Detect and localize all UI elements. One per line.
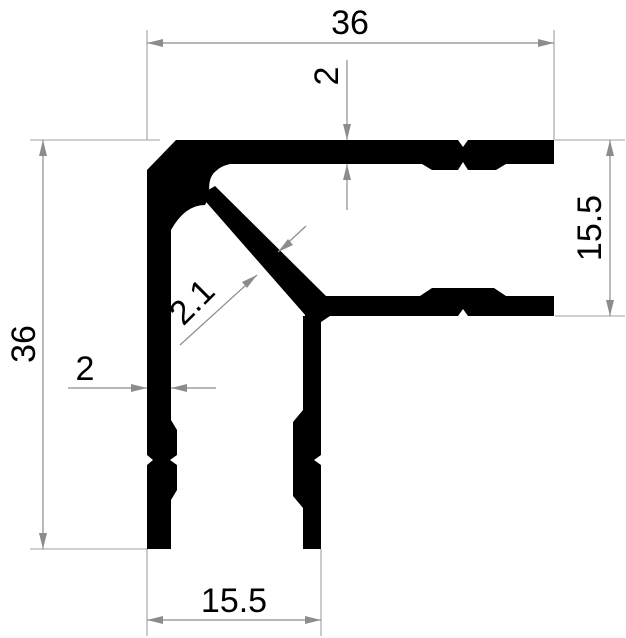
left-height-label: 36	[5, 325, 43, 363]
left-flange-notch	[147, 455, 153, 465]
top-wall-label: 2	[308, 67, 346, 86]
inner-vertical-bump	[293, 410, 303, 508]
inner-horizontal-flange	[305, 296, 554, 322]
dimension-left-wall: 2	[68, 350, 216, 392]
inner-vertical-flange	[303, 316, 321, 549]
top-flange-notch	[458, 140, 468, 147]
dimension-top-width: 36	[147, 4, 554, 47]
inner-vertical-notch	[314, 455, 321, 465]
top-flange	[176, 140, 554, 164]
aluminium-corner-profile	[147, 140, 554, 549]
dimension-bottom-width: 15.5	[147, 582, 321, 624]
inner-flange-bump	[420, 288, 506, 296]
extension-lines	[30, 30, 625, 636]
left-flange-notch-inner	[170, 455, 177, 465]
right-height-label: 15.5	[571, 195, 609, 261]
corner-fillet	[171, 164, 230, 230]
top-width-label: 36	[331, 4, 369, 42]
dimension-right-height: 15.5	[571, 140, 614, 316]
dimension-left-height: 36	[5, 140, 47, 549]
left-flange	[147, 170, 171, 549]
diagonal-web	[200, 186, 330, 322]
top-flange-notch-lower	[458, 162, 468, 170]
bottom-width-label: 15.5	[201, 582, 267, 620]
inner-flange-notch	[458, 309, 468, 316]
left-wall-label: 2	[76, 350, 95, 388]
dimension-top-wall: 2	[308, 60, 351, 210]
diagonal-web-label: 2.1	[162, 272, 222, 332]
